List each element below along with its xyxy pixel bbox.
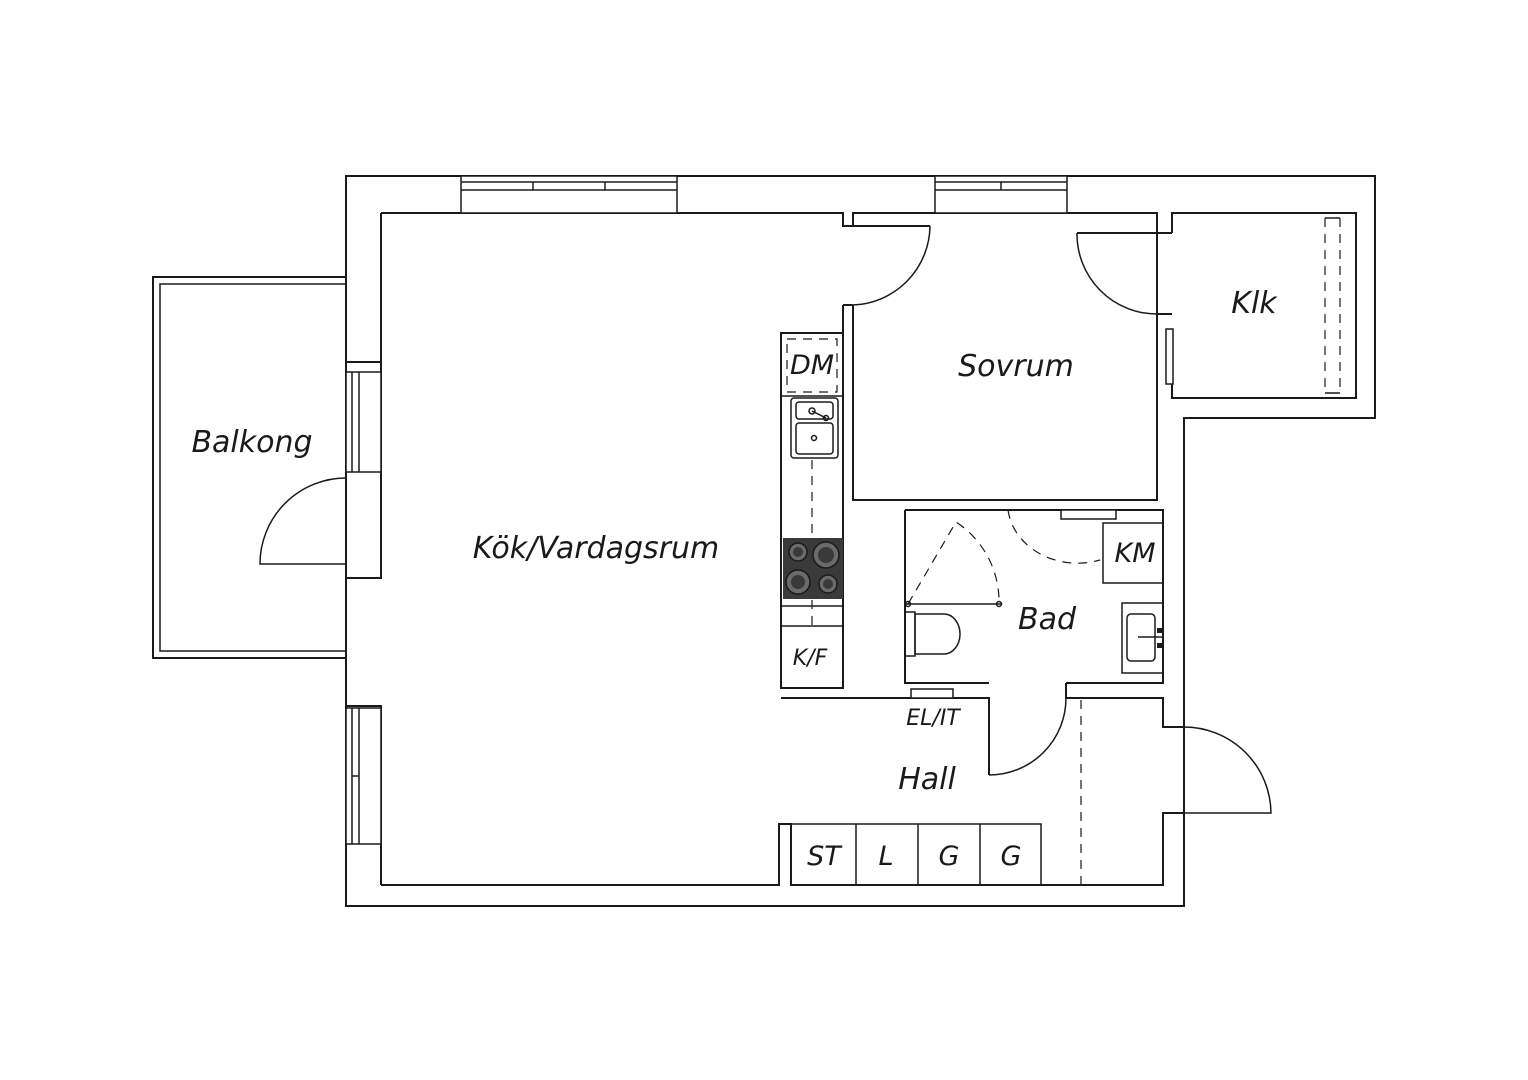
bedroom-closet-door-swing — [1076, 232, 1158, 315]
closet-window — [1165, 328, 1174, 385]
washbasin-icon — [1121, 602, 1164, 674]
stove-icon — [783, 538, 843, 599]
balcony-door-swing — [259, 477, 347, 565]
balcony-outline — [152, 276, 346, 659]
room-label-bathroom: Bad — [1018, 602, 1077, 637]
outer-wall — [345, 175, 1376, 907]
label-electrical: EL/IT — [906, 706, 961, 731]
room-label-bedroom: Sovrum — [958, 349, 1074, 384]
window-top-living — [460, 175, 678, 214]
dishwasher — [781, 338, 843, 397]
room-label-closet: Klk — [1231, 286, 1278, 321]
hall-wall-upper — [781, 683, 1184, 775]
living-door-swing — [852, 225, 931, 306]
label-storage-2: L — [878, 841, 893, 872]
shower-screen — [904, 521, 1003, 608]
label-storage-3: G — [939, 841, 960, 872]
toilet-icon — [904, 611, 961, 657]
closet-shelf — [1324, 218, 1341, 393]
electrical-panel — [910, 688, 954, 699]
window-west-upper — [345, 371, 382, 473]
room-label-hall: Hall — [898, 762, 956, 797]
window-top-bedroom — [934, 175, 1068, 214]
room-label-balcony: Balkong — [191, 425, 312, 460]
label-fridge-freezer: K/F — [793, 646, 828, 671]
label-storage-1: ST — [807, 841, 843, 872]
inner-wall-living — [346, 212, 1184, 886]
entrance-door-swing — [1183, 726, 1272, 814]
storage-units — [790, 823, 1042, 886]
bathroom-door-arc — [1007, 509, 1101, 564]
fridge-freezer — [781, 605, 843, 627]
label-washer: KM — [1114, 538, 1155, 569]
room-label-living: Kök/Vardagsrum — [473, 531, 719, 566]
bath-window — [1060, 509, 1117, 520]
label-storage-4: G — [1001, 841, 1022, 872]
window-west-lower — [345, 707, 382, 845]
bedroom-walls — [843, 212, 1172, 501]
sink-icon — [790, 397, 839, 459]
bathroom-door-swing — [988, 697, 1067, 776]
closet-walls — [1171, 212, 1357, 399]
bathroom-walls — [904, 509, 1164, 684]
washer-box — [1102, 522, 1164, 584]
label-dishwasher: DM — [790, 350, 834, 381]
